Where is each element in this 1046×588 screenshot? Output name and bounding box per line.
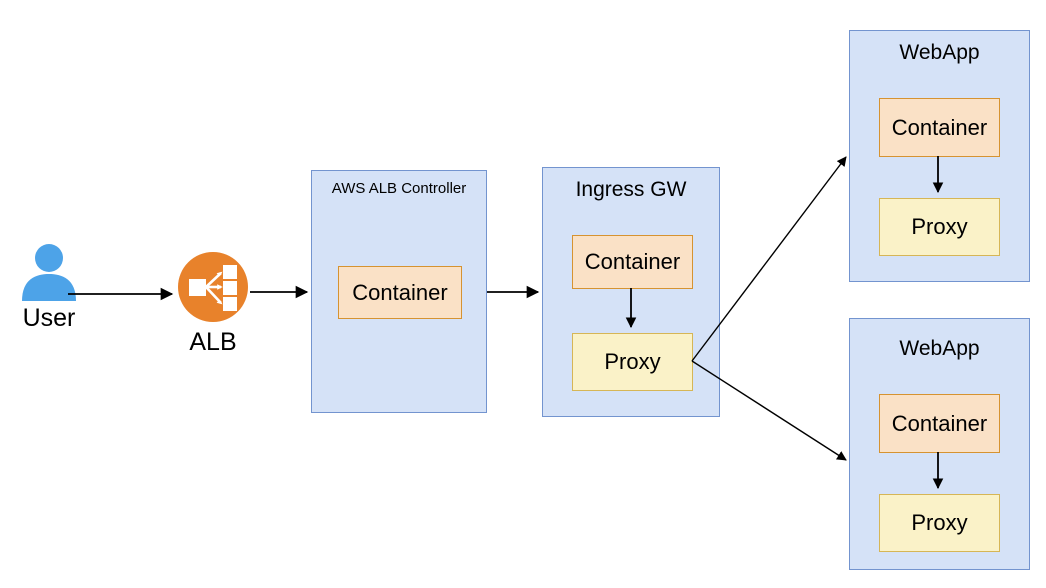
- group-label-ingress-gw: Ingress GW: [575, 178, 687, 201]
- node-label: Proxy: [604, 349, 661, 374]
- node-label: Container: [891, 410, 988, 436]
- alb-label: ALB: [189, 328, 237, 356]
- node-label: Container: [584, 249, 681, 274]
- node-alb-controller-container[interactable]: Container: [338, 266, 462, 319]
- group-label-webapp-bottom: WebApp: [899, 337, 980, 360]
- load-balancer-icon: [177, 251, 249, 323]
- group-label-aws-alb-controller: AWS ALB Controller: [331, 180, 467, 197]
- node-label: Proxy: [911, 510, 968, 535]
- group-aws-alb-controller[interactable]: AWS ALB Controller Container: [311, 170, 487, 413]
- node-ingress-container[interactable]: Container: [572, 235, 693, 289]
- node-webapp-bottom-proxy[interactable]: Proxy: [879, 494, 1000, 552]
- user-label: User: [22, 304, 76, 332]
- node-ingress-proxy[interactable]: Proxy: [572, 333, 693, 391]
- user-person-icon: [18, 243, 80, 301]
- group-label-webapp-top: WebApp: [899, 41, 980, 64]
- node-label: Container: [352, 279, 448, 305]
- group-webapp-bottom[interactable]: WebApp Container Proxy: [849, 318, 1030, 570]
- node-webapp-top-container[interactable]: Container: [879, 98, 1000, 157]
- node-webapp-top-proxy[interactable]: Proxy: [879, 198, 1000, 256]
- group-ingress-gw[interactable]: Ingress GW Container Proxy: [542, 167, 720, 417]
- node-webapp-bottom-container[interactable]: Container: [879, 394, 1000, 453]
- group-webapp-top[interactable]: WebApp Container Proxy: [849, 30, 1030, 282]
- node-label: Container: [891, 114, 988, 140]
- node-label: Proxy: [911, 214, 968, 239]
